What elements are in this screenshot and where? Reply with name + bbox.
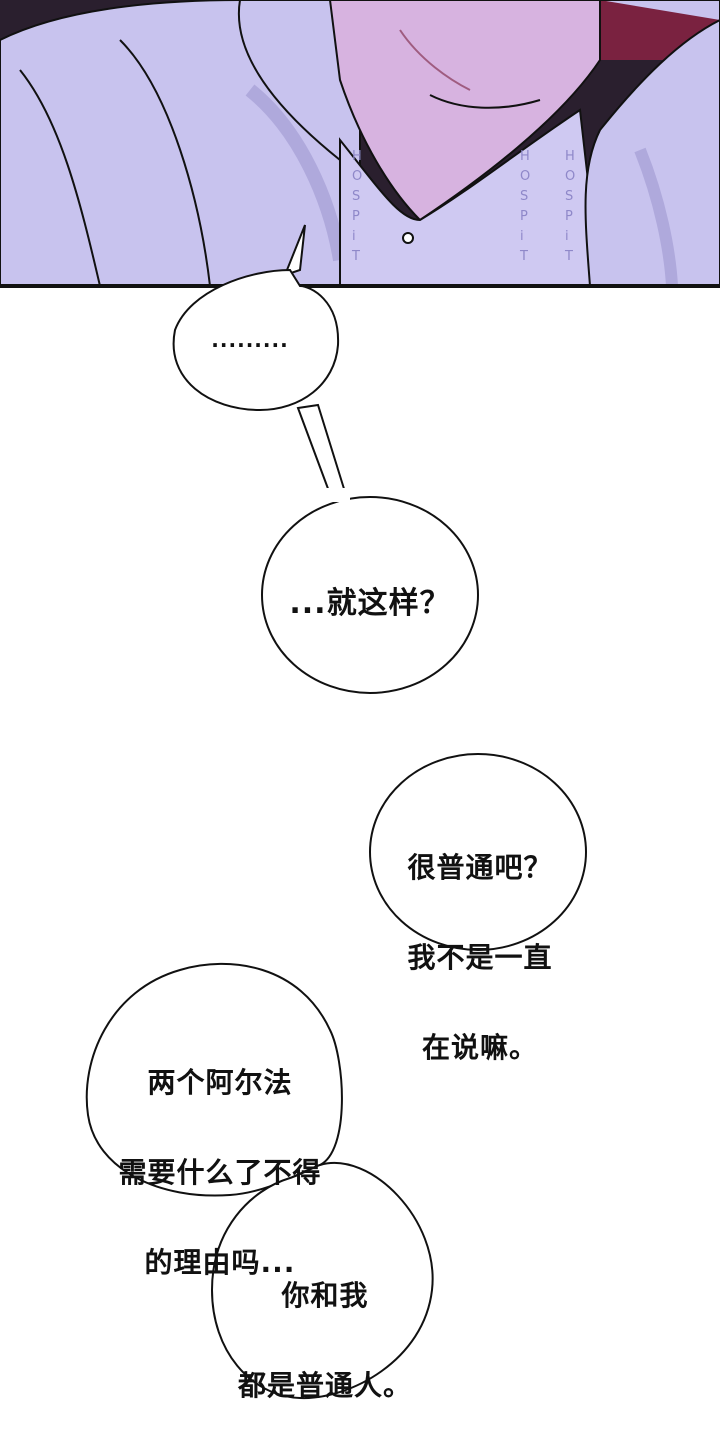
bubble-1-text: ......... — [211, 328, 289, 352]
shirt-print-letter: i — [352, 229, 356, 244]
shirt-print-letter: P — [520, 209, 528, 224]
bubble-connector — [296, 403, 347, 496]
jacket-left — [0, 0, 361, 286]
shirt-print-letter: H — [520, 149, 530, 164]
panel-border — [0, 284, 720, 288]
shirt-print-letter: T — [519, 249, 528, 264]
bubble-2-shape — [261, 496, 479, 694]
bubble-2-text: ...就这样？ — [289, 586, 451, 621]
bubble-4-shape — [85, 962, 343, 1197]
shirt-print-letter: T — [564, 249, 573, 264]
shirt-print-letter: P — [565, 209, 573, 224]
shirt-print-letter: S — [352, 189, 360, 204]
shirt-print-letter: i — [565, 229, 569, 244]
shirt-print-letter: S — [520, 189, 528, 204]
shirt-print-letter: O — [520, 169, 530, 184]
shirt-print-letter: H — [565, 149, 575, 164]
bubble-5-text: 你和我 都是普通人。 — [220, 1228, 430, 1453]
shirt-print-letter: T — [351, 249, 360, 264]
shirt-print-letter: S — [565, 189, 573, 204]
bubble-3-line: 在说嘛。 — [421, 1031, 538, 1064]
jacket-right — [584, 0, 720, 286]
bubble-3-shape — [369, 753, 587, 951]
bubble-4-line: 需要什么了不得 — [118, 1156, 322, 1189]
shirt-print-letter: i — [520, 229, 524, 244]
bubble-5-line: 你和我 — [281, 1279, 369, 1312]
shirt-print-letter: O — [352, 169, 362, 184]
shirt-print-letter: O — [565, 169, 575, 184]
bubble-3-line: 我不是一直 — [407, 941, 553, 974]
bubble-5-line: 都是普通人。 — [237, 1369, 412, 1402]
bubble-4-line: 的理由吗... — [144, 1246, 296, 1279]
bubble-3-line: 很普通吧？ — [407, 851, 553, 884]
shirt-print-letter: H — [352, 149, 362, 164]
shirt-button — [402, 232, 414, 244]
bubble-4-line: 两个阿尔法 — [147, 1066, 293, 1099]
shirt-print-letter: P — [352, 209, 360, 224]
bubble-5-shape — [210, 1162, 434, 1400]
bubble-4-text: 两个阿尔法 需要什么了不得 的理由吗... — [80, 1015, 360, 1330]
bubble-3-text: 很普通吧？ 我不是一直 在说嘛。 — [375, 800, 585, 1115]
bubble-1-shape — [172, 268, 340, 412]
